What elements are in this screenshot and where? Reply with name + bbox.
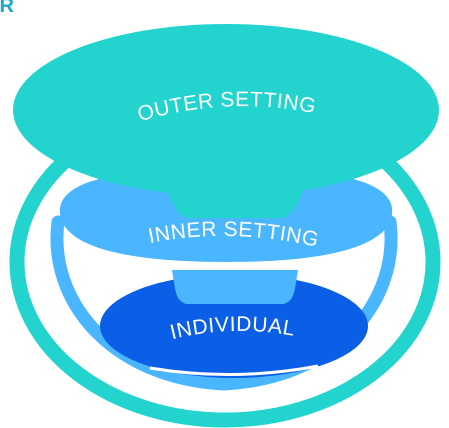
individual-rim [149, 364, 319, 376]
inner-to-individual-neck [172, 270, 298, 304]
inner-setting-ring [50, 215, 398, 391]
corner-title: IR [0, 0, 14, 17]
outer-setting-disc [13, 24, 439, 196]
individual-disc [100, 274, 368, 378]
